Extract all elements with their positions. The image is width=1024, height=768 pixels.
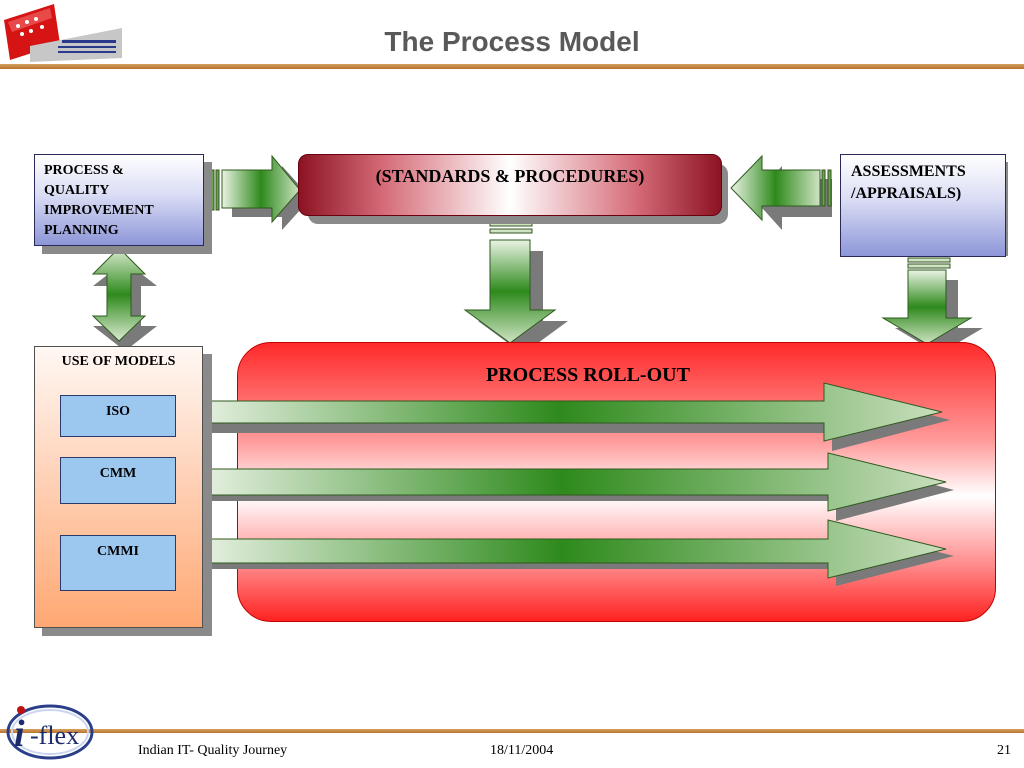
flag-logo-icon: [4, 4, 122, 62]
model-cmm: CMM: [60, 457, 176, 504]
arrow-cmmi: [177, 519, 954, 586]
arrow-planning-models: [91, 247, 157, 351]
arrow-planning-to-standards: [210, 154, 311, 230]
arrow-assessments-to-standards: [730, 154, 832, 230]
page-number: 21: [997, 743, 1011, 758]
assessments-line-1: ASSESSMENTS: [851, 163, 966, 180]
model-iso: ISO: [60, 395, 176, 437]
rollout-label: PROCESS ROLL-OUT: [486, 364, 690, 386]
standards-label: (STANDARDS & PROCEDURES): [375, 166, 645, 186]
arrow-iso: [175, 382, 950, 451]
model-cmm-label: CMM: [99, 466, 137, 481]
footer-title: Indian IT- Quality Journey: [138, 743, 288, 758]
planning-line-4: PLANNING: [44, 223, 119, 238]
models-box: USE OF MODELS ISO CMM CMMI: [34, 346, 203, 628]
planning-line-3: IMPROVEMENT: [44, 203, 154, 218]
assessments-box: ASSESSMENTS /APPRAISALS): [840, 154, 1006, 257]
footer-date: 18/11/2004: [490, 743, 554, 758]
assessments-line-2: /APPRAISALS): [851, 185, 962, 202]
model-iso-label: ISO: [105, 404, 131, 419]
arrow-standards-to-rollout: [463, 221, 568, 354]
iflex-logo-icon: i -flex: [6, 704, 94, 760]
footer-divider: [0, 729, 1024, 733]
arrow-assessments-to-rollout: [881, 257, 983, 354]
svg-text:-flex: -flex: [30, 721, 79, 750]
page-title: The Process Model: [384, 26, 640, 57]
model-cmmi: CMMI: [60, 535, 176, 591]
arrow-cmm: [177, 452, 954, 521]
models-title: USE OF MODELS: [61, 354, 176, 369]
header-divider: [0, 64, 1024, 69]
standards-box: (STANDARDS & PROCEDURES): [298, 154, 722, 216]
model-cmmi-label: CMMI: [97, 544, 139, 559]
svg-text:i: i: [14, 713, 25, 755]
planning-line-2: QUALITY: [44, 183, 110, 198]
planning-box: PROCESS & QUALITY IMPROVEMENT PLANNING: [34, 154, 204, 246]
planning-line-1: PROCESS &: [44, 163, 124, 178]
